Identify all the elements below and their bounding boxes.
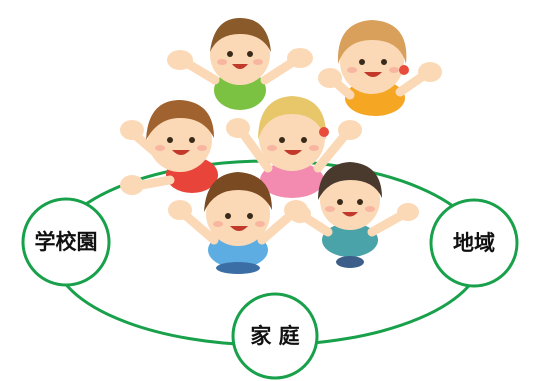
child-green-shirt	[167, 18, 313, 110]
node-community: 地域	[429, 198, 519, 288]
child-orange-shirt	[318, 20, 442, 116]
node-community-label: 地域	[453, 231, 495, 255]
child-teal-shirt	[289, 162, 419, 268]
child-red-shirt	[120, 100, 218, 195]
node-home-label: 家 庭	[250, 324, 299, 348]
six-children-waving-illustration	[120, 18, 442, 274]
node-home: 家 庭	[231, 292, 319, 380]
node-school: 学校園	[21, 197, 111, 287]
node-school-label: 学校園	[35, 230, 98, 254]
child-pink-shirt	[226, 96, 362, 198]
